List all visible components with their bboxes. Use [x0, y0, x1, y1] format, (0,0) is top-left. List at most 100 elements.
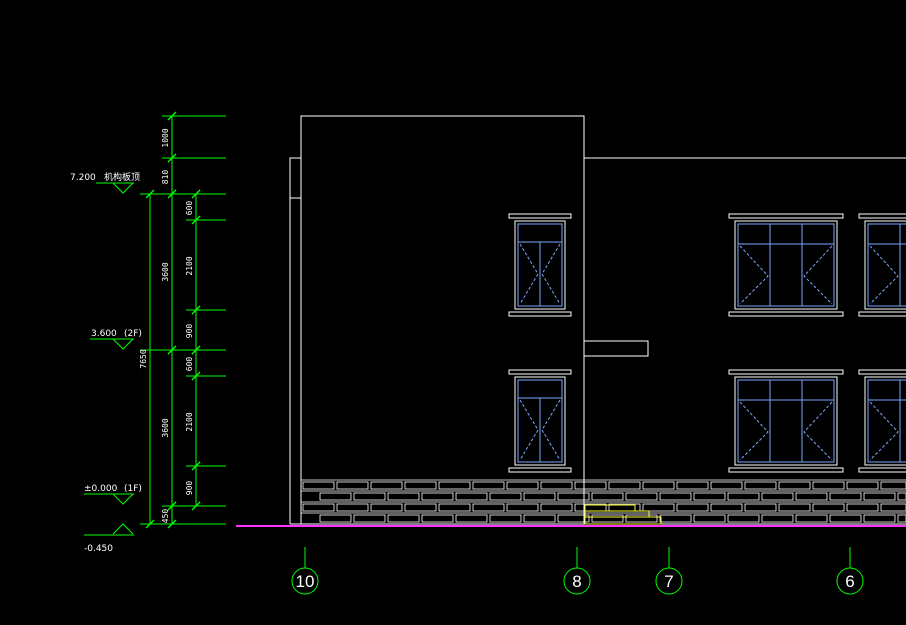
- brick: [387, 492, 420, 501]
- dim-1000: 1000: [161, 128, 170, 147]
- brick: [625, 514, 658, 523]
- window-large: [858, 213, 906, 317]
- brick: [744, 503, 777, 512]
- brick: [302, 481, 335, 490]
- window-large: [728, 213, 844, 317]
- brick: [812, 503, 845, 512]
- brick: [880, 481, 906, 490]
- building-outline: [289, 115, 906, 525]
- window-small: [508, 369, 572, 473]
- brick: [557, 492, 590, 501]
- brick: [591, 492, 624, 501]
- brick: [846, 481, 879, 490]
- brick: [370, 503, 403, 512]
- brick: [489, 492, 522, 501]
- brick: [829, 492, 862, 501]
- brick: [472, 503, 505, 512]
- elev-2f-value: 3.600: [91, 329, 117, 339]
- brick: [659, 492, 692, 501]
- axis-markers: [291, 547, 864, 595]
- axis-label-10: 10: [296, 572, 315, 591]
- brick: [778, 481, 811, 490]
- brick: [727, 514, 760, 523]
- window-large: [728, 369, 844, 473]
- brick: [778, 503, 811, 512]
- brick: [710, 481, 743, 490]
- brick: [506, 503, 539, 512]
- brick: [608, 481, 641, 490]
- axis-label-8: 8: [572, 572, 581, 591]
- brick: [897, 514, 906, 523]
- brick: [438, 481, 471, 490]
- brick: [829, 514, 862, 523]
- brick: [336, 481, 369, 490]
- dim-2100-upper: 2100: [185, 256, 194, 275]
- brick: [523, 514, 556, 523]
- axis-labels: 10 8 7 6: [296, 572, 855, 591]
- brick: [863, 514, 896, 523]
- dimension-labels: 1000 810 3600 3600 450 7650 600 2100 900…: [139, 128, 194, 523]
- brick: [404, 503, 437, 512]
- brick: [387, 514, 420, 523]
- brick: [625, 492, 658, 501]
- brick: [744, 481, 777, 490]
- elevation-labels: 7.200 机构板顶 3.600 (2F) ±0.000 (1F) -0.450: [70, 171, 142, 554]
- brick: [676, 481, 709, 490]
- brick: [693, 492, 726, 501]
- axis-label-6: 6: [845, 572, 854, 591]
- brick: [540, 503, 573, 512]
- brick: [710, 503, 743, 512]
- brick: [404, 481, 437, 490]
- brick: [642, 503, 675, 512]
- elev-roof-note: 机构板顶: [104, 171, 140, 183]
- brick: [455, 492, 488, 501]
- dim-2100-lower: 2100: [185, 412, 194, 431]
- brick: [795, 514, 828, 523]
- dim-3600-upper: 3600: [161, 262, 170, 281]
- brick: [659, 514, 692, 523]
- dim-900-upper: 900: [185, 324, 194, 339]
- brick: [574, 481, 607, 490]
- brick: [761, 492, 794, 501]
- brick: [727, 492, 760, 501]
- dim-600-upper: 600: [185, 201, 194, 216]
- brick: [880, 503, 906, 512]
- elevation-markers: [84, 182, 134, 536]
- elev-1f-note: (1F): [124, 484, 142, 494]
- elev-roof-value: 7.200: [70, 173, 96, 183]
- brick: [302, 503, 335, 512]
- brick: [761, 514, 794, 523]
- brick: [540, 481, 573, 490]
- dim-600-lower: 600: [185, 357, 194, 372]
- brick: [472, 481, 505, 490]
- elev-2f-note: (2F): [124, 329, 142, 339]
- brick: [897, 492, 906, 501]
- brick: [336, 503, 369, 512]
- brick: [523, 492, 556, 501]
- brick: [370, 481, 403, 490]
- elev-ground-value: -0.450: [84, 544, 113, 554]
- window-large: [858, 369, 906, 473]
- brick: [642, 481, 675, 490]
- brick: [455, 514, 488, 523]
- dim-7650: 7650: [139, 349, 148, 368]
- brick: [353, 492, 386, 501]
- brick: [795, 492, 828, 501]
- dim-900-lower: 900: [185, 481, 194, 496]
- dim-3600-lower: 3600: [161, 418, 170, 437]
- brick-plinth: [301, 479, 906, 523]
- entrance-steps: [584, 504, 662, 525]
- dim-450: 450: [161, 509, 170, 524]
- brick: [693, 514, 726, 523]
- brick: [438, 503, 471, 512]
- axis-label-7: 7: [664, 572, 673, 591]
- elev-1f-value: ±0.000: [84, 484, 118, 494]
- dimension-chain: [140, 111, 226, 529]
- brick: [591, 514, 624, 523]
- brick: [319, 492, 352, 501]
- dim-810: 810: [161, 170, 170, 185]
- brick: [676, 503, 709, 512]
- brick: [506, 481, 539, 490]
- brick: [319, 514, 352, 523]
- brick: [421, 514, 454, 523]
